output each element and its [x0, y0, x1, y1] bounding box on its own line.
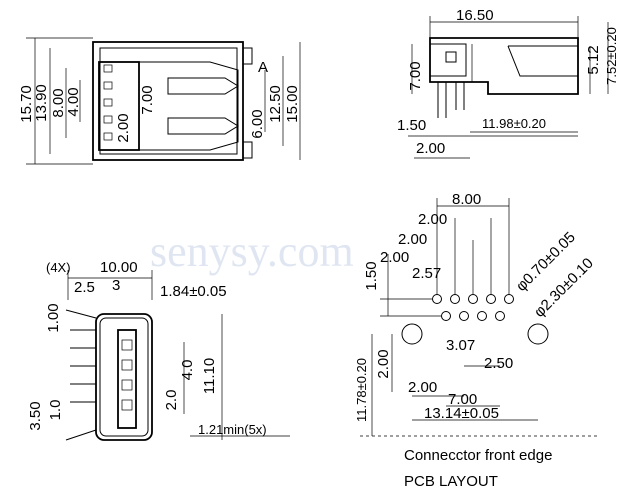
rear-view-shell: [95, 313, 153, 441]
pcb-layout-view: 8.00 2.00 2.00 2.00 1.50 2.57 φ0.70±0.05…: [354, 191, 600, 490]
side-view: 16.50 7.00 5.12 7.52±0.20 1.50 11.98±0.2…: [397, 7, 619, 159]
dim-pcb-hole-to-pad: 2.00: [408, 379, 437, 396]
rear-view-contact-4: [121, 399, 133, 411]
dim-rear-contact-height: 4.0: [179, 360, 196, 381]
front-view-tongue: [139, 61, 239, 151]
front-view-tab-top: [242, 47, 253, 65]
front-view-plug-block: [98, 61, 140, 151]
front-view-inner: [99, 47, 238, 155]
rear-view-contact-2: [121, 359, 133, 371]
dim-pin-span: 8.00: [50, 88, 67, 117]
dim-receptacle-height: 12.50: [267, 85, 284, 123]
pcb-layout-caption: PCB LAYOUT: [404, 473, 498, 490]
front-view-contact-5: [103, 132, 113, 141]
rear-view-contact-3: [121, 379, 133, 391]
dim-pcb-span: 8.00: [452, 191, 481, 208]
front-view-contact-2: [103, 81, 113, 90]
dim-rear-leg-offset: 1.0: [47, 400, 64, 421]
dim-opening-height: 6.00: [249, 109, 266, 138]
dim-pcb-inner-span: 7.00: [448, 391, 477, 408]
front-view-spring-lower: [167, 117, 239, 135]
dim-pcb-pitch-c: 2.00: [380, 249, 409, 266]
front-view-contact-1: [103, 64, 113, 73]
dim-tongue-height: 7.00: [139, 85, 156, 114]
dim-pcb-hole-span: 13.14±0.05: [424, 405, 499, 422]
dim-pcb-hole-offset: 2.00: [375, 349, 392, 378]
dim-rear-offset: 3: [112, 277, 120, 294]
front-view-body: [92, 41, 244, 161]
dim-side-pin-length: 2.00: [416, 140, 445, 157]
pad-6: [441, 311, 451, 321]
rear-view: 10.00 (4X) 2.5 3 1.84±0.05 1.00 4.0 11.1…: [27, 259, 290, 441]
dim-rear-pitch: 2.5: [74, 279, 95, 296]
front-view: 15.70 13.90 8.00 4.00 7.00 2.00 6.00 12.…: [18, 37, 301, 165]
dim-pcb-pitch-a: 2.00: [418, 211, 447, 228]
dim-rear-leg: 3.50: [27, 401, 44, 430]
side-view-housing: [429, 43, 467, 77]
pad-8: [477, 311, 487, 321]
rear-view-contact-1: [121, 339, 133, 351]
dim-overall-height: 15.70: [18, 85, 35, 123]
mount-hole-left: [401, 323, 423, 345]
pad-7: [459, 311, 469, 321]
front-view-spring-upper: [167, 77, 239, 95]
dim-side-height: 7.00: [407, 61, 424, 90]
pad-1: [432, 294, 442, 304]
front-view-contact-3: [103, 98, 113, 107]
dim-side-length: 16.50: [456, 7, 494, 24]
connector-front-edge-caption: Connecctor front edge: [404, 447, 552, 464]
dim-pin-inner-span: 4.00: [65, 87, 82, 116]
rear-view-inner: [99, 317, 149, 437]
dim-side-spring: 5.12: [585, 45, 602, 74]
pad-9: [495, 311, 505, 321]
dim-pcb-row-gap: 2.50: [484, 355, 513, 372]
dim-pcb-stagger: 2.57: [412, 265, 441, 282]
pad-4: [486, 294, 496, 304]
dim-pcb-pitch-b: 2.00: [398, 231, 427, 248]
dim-rear-width: 10.00: [100, 259, 138, 276]
side-view-latch: [445, 51, 457, 63]
rear-view-tabs: [65, 309, 97, 441]
rear-view-pins: [70, 329, 96, 403]
side-view-pins: [437, 82, 465, 118]
rear-view-contact-block: [117, 329, 137, 429]
pad-2: [450, 294, 460, 304]
dim-pcb-row-offset: 1.50: [363, 261, 380, 290]
side-view-spring: [507, 45, 578, 77]
section-mark-a: A: [258, 59, 268, 76]
dim-pcb-edge-distance: 11.78±0.20: [354, 358, 369, 422]
pad-5: [504, 294, 514, 304]
mount-hole-right: [527, 323, 549, 345]
dim-rear-count: (4X): [46, 260, 71, 275]
front-view-tab-bottom: [242, 141, 253, 159]
front-view-contact-4: [103, 115, 113, 124]
dim-rear-height: 11.10: [201, 358, 218, 394]
dim-rear-gap: 2.0: [163, 390, 180, 411]
dim-rear-pin-thickness: 1.84±0.05: [160, 283, 227, 300]
dim-pin-pitch: 2.00: [115, 113, 132, 142]
dim-flange-height: 15.00: [284, 85, 301, 123]
dim-rear-pin-width: 1.00: [45, 303, 62, 332]
watermark: senysy.com: [150, 227, 354, 276]
dim-side-total: 7.52±0.20: [604, 27, 619, 85]
dim-shell-height: 13.90: [33, 84, 50, 122]
dim-side-pin-offset: 1.50: [397, 117, 426, 134]
dim-side-depth: 11.98±0.20: [482, 116, 546, 131]
dim-rear-min-spacing: 1.21min(5x): [198, 422, 267, 437]
pad-3: [468, 294, 478, 304]
dim-pcb-hole-row: 3.07: [446, 337, 475, 354]
